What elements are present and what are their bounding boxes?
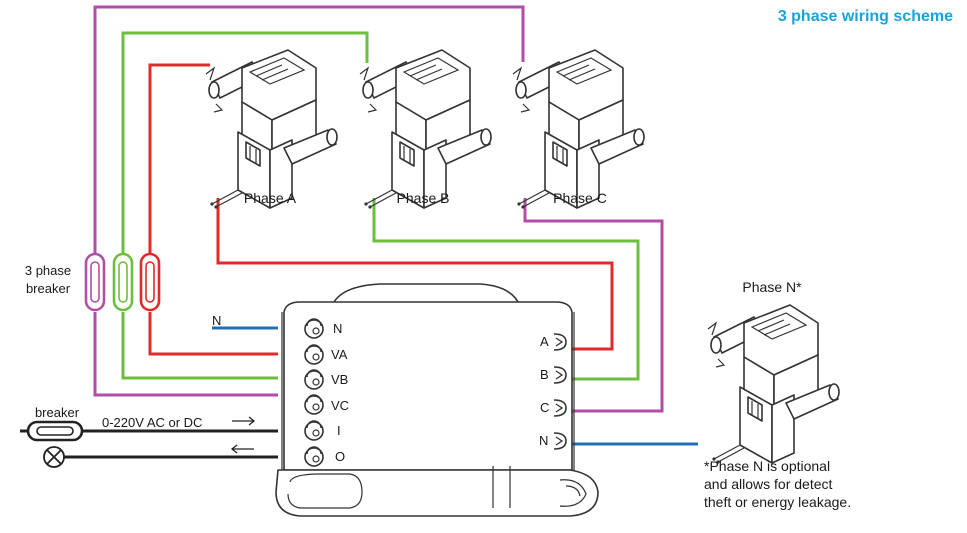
arrow-right xyxy=(232,416,256,426)
clamp-phase-c xyxy=(512,49,645,210)
breaker-label: breaker xyxy=(35,405,80,420)
diagram-title: 3 phase wiring scheme xyxy=(778,8,953,25)
arrow-left xyxy=(230,444,254,454)
clamp-phase-n xyxy=(707,304,840,465)
phase-c-wire-lower xyxy=(93,312,278,397)
terminal-o-label: O xyxy=(335,449,345,464)
clamp-label-n: Phase N* xyxy=(742,279,802,295)
phase-a-return-wire xyxy=(216,198,614,351)
note-line-1: *Phase N is optional xyxy=(704,458,830,474)
energy-meter-device xyxy=(275,283,599,517)
clamp-label-b: Phase B xyxy=(397,190,450,206)
clamp-label-a: Phase A xyxy=(244,190,297,206)
supply-label: 0-220V AC or DC xyxy=(102,415,202,430)
phase-a-wire xyxy=(148,63,210,253)
terminal-n-label: N xyxy=(333,321,342,336)
terminal-i-label: I xyxy=(337,423,341,438)
terminal-b-label: B xyxy=(540,367,549,382)
phase-b-wire xyxy=(121,31,369,253)
terminal-vb-label: VB xyxy=(331,372,348,387)
terminal-c-label: C xyxy=(540,400,549,415)
clamp-phase-b xyxy=(359,49,492,210)
terminal-a-label: A xyxy=(540,334,549,349)
note-line-3: theft or energy leakage. xyxy=(704,494,851,510)
breaker-3phase-line1: 3 phase xyxy=(25,263,71,278)
phase-c-return-wire xyxy=(523,198,664,413)
breaker-3phase-line2: breaker xyxy=(26,281,71,296)
terminal-vc-label: VC xyxy=(331,398,349,413)
neutral-label: N xyxy=(212,313,221,328)
phase-c-wire xyxy=(93,5,525,253)
phase-b-wire-lower xyxy=(121,312,278,380)
clamp-phase-a xyxy=(205,49,338,210)
note-line-2: and allows for detect xyxy=(704,476,833,492)
three-phase-breaker xyxy=(84,252,161,312)
phase-a-wire-lower xyxy=(148,312,278,356)
lamp-icon xyxy=(43,446,65,468)
terminal-va-label: VA xyxy=(331,347,348,362)
supply-breaker xyxy=(26,420,84,442)
phase-b-return-wire xyxy=(372,198,640,381)
clamp-label-c: Phase C xyxy=(553,190,607,206)
terminal-n2-label: N xyxy=(539,433,548,448)
